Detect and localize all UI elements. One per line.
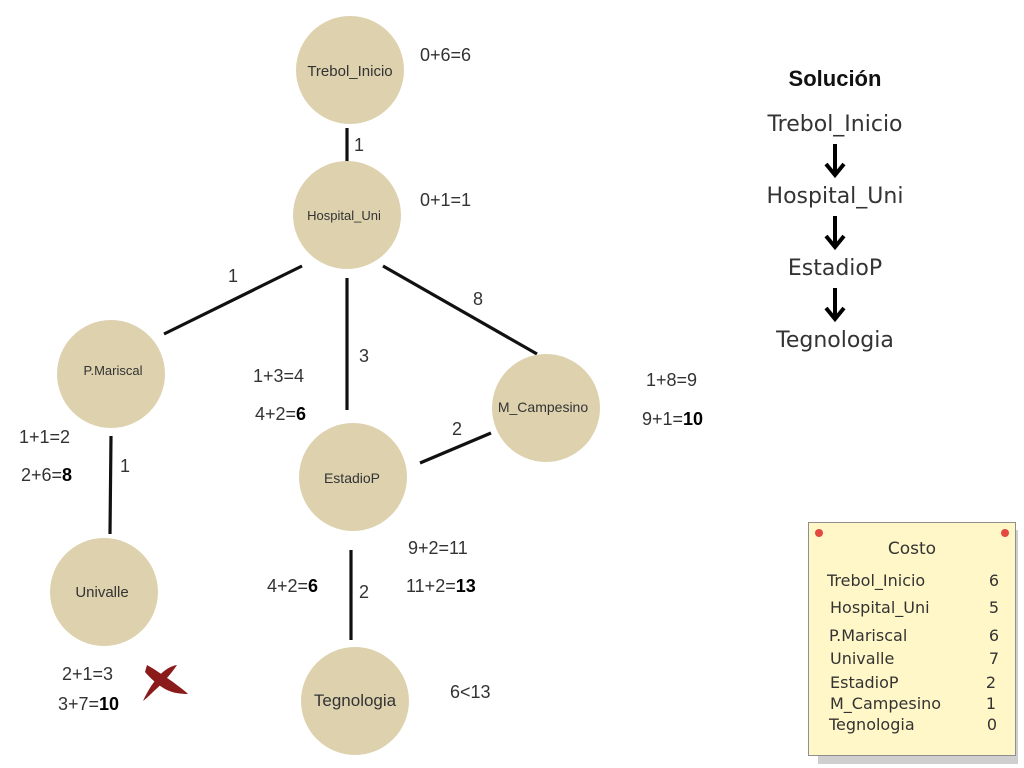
node-label: EstadioP — [324, 470, 380, 486]
x-mark-icon — [143, 665, 188, 701]
node-trebol-inicio: Trebol_Inicio — [296, 16, 404, 124]
solution-step: EstadioP — [787, 256, 883, 281]
calc-mariscal: 1+1=2 — [19, 427, 71, 447]
arrow-down-icon — [824, 216, 846, 251]
cost-name: Hospital_Uni — [830, 598, 930, 617]
node-tegnologia: Tegnologia — [301, 647, 409, 755]
cost-name: Univalle — [830, 649, 895, 668]
calc-univalle: 2+1=3 — [62, 664, 114, 684]
calc-trebol: 0+6=6 — [420, 45, 472, 65]
cost-value: 0 — [986, 715, 997, 734]
solution-step: Trebol_Inicio — [767, 112, 903, 137]
edge-mariscal-univalle — [108, 435, 113, 535]
total-value: 6 — [308, 576, 319, 596]
cost-value: 6 — [988, 571, 999, 590]
calc-estadio: 1+3=4 — [253, 366, 305, 386]
node-hospital-uni: Hospital_Uni — [293, 161, 401, 269]
total-value: 13 — [455, 576, 476, 596]
calc-estadio-total: 4+2=6 — [255, 404, 307, 424]
edge-weight: 1 — [354, 135, 364, 155]
calc-tegnologia-from-estadio: 4+2=6 — [267, 576, 319, 596]
calc-univalle-total: 3+7=10 — [58, 694, 120, 714]
total-value: 10 — [99, 694, 120, 714]
node-label: M_Campesino — [498, 399, 588, 415]
arrow-down-icon — [824, 144, 846, 179]
cost-value: 5 — [988, 598, 999, 617]
calc-hospital: 0+1=1 — [420, 190, 472, 210]
cost-name: EstadioP — [830, 673, 899, 692]
edge-weight: 2 — [359, 582, 369, 602]
solution-title: Solución — [788, 66, 882, 91]
cost-note-title: Costo — [887, 539, 937, 559]
cost-name: Trebol_Inicio — [827, 571, 926, 590]
cost-value: 2 — [985, 673, 996, 692]
total-value: 10 — [683, 409, 704, 429]
edge-weight: 8 — [473, 289, 483, 309]
edge-weight: 1 — [120, 456, 130, 476]
edge-weight: 3 — [359, 346, 369, 366]
arrow-down-icon — [824, 288, 846, 323]
calc-campesino-total: 9+1=10 — [642, 409, 704, 429]
node-label: Tegnologia — [314, 691, 397, 710]
total-value: 8 — [62, 465, 73, 485]
cost-value: 1 — [985, 694, 996, 713]
node-label: Univalle — [75, 584, 128, 601]
cost-name: P.Mariscal — [829, 626, 908, 645]
cost-name: M_Campesino — [830, 694, 942, 713]
total-value: 6 — [296, 404, 307, 424]
edge-hospital-campesino — [382, 264, 538, 356]
edge-weight: 2 — [452, 419, 462, 439]
node-m-campesino: M_Campesino — [492, 354, 600, 462]
solution-panel: Solución Trebol_Inicio Hospital_Uni Esta… — [740, 66, 930, 353]
cost-value: 7 — [988, 649, 999, 668]
cost-note: Costo Trebol_Inicio 6 Hospital_Uni 5 P.M… — [808, 522, 1016, 756]
solution-step: Tegnologia — [776, 328, 894, 353]
pin-icon — [1001, 529, 1009, 537]
solution-step: Hospital_Uni — [766, 184, 904, 209]
node-label: Trebol_Inicio — [307, 63, 392, 80]
node-p-mariscal: P.Mariscal — [57, 320, 165, 428]
edge-hospital-mariscal — [163, 264, 303, 336]
calc-tegnologia-via-campesino: 11+2=13 — [406, 576, 476, 596]
edge-campesino-estadio — [419, 431, 492, 465]
edge-weight: 1 — [228, 266, 238, 286]
node-estadiop: EstadioP — [299, 423, 407, 531]
comparison-text: 6<13 — [450, 682, 491, 702]
calc-campesino: 1+8=9 — [646, 370, 698, 390]
pin-icon — [815, 529, 823, 537]
cost-value: 6 — [988, 626, 999, 645]
calc-mariscal-total: 2+6=8 — [21, 465, 73, 485]
node-label: Hospital_Uni — [307, 208, 381, 223]
calc-estadio-via-campesino: 9+2=11 — [408, 538, 468, 558]
node-univalle: Univalle — [50, 538, 158, 646]
cost-name: Tegnologia — [829, 715, 915, 734]
node-label: P.Mariscal — [83, 363, 142, 378]
